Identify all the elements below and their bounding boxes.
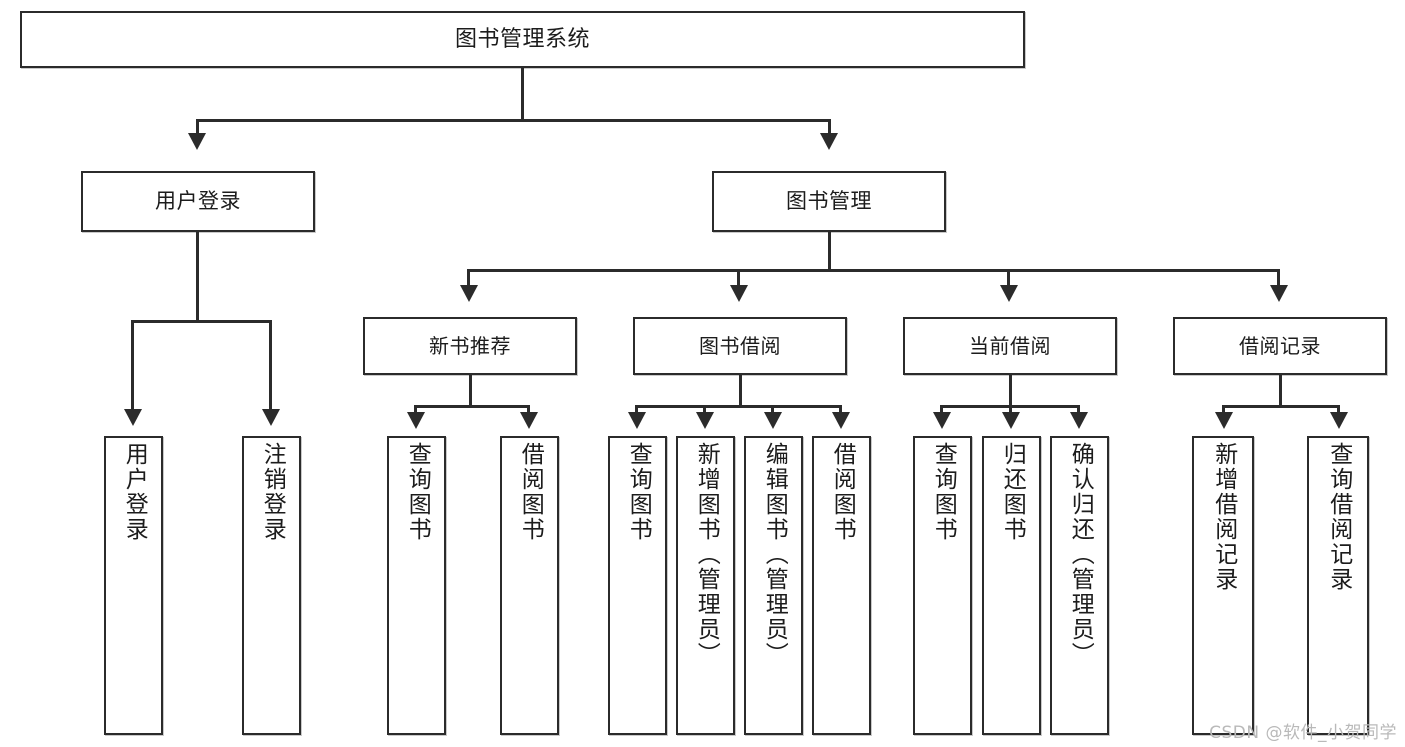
arrow-bookborrow-leaf-4 bbox=[832, 412, 850, 429]
leaf-bookborrow-query-book[interactable]: 查询图书 bbox=[608, 436, 667, 735]
node-label: 图书借阅 bbox=[699, 333, 781, 358]
edge-userlogin-down bbox=[196, 232, 199, 322]
edge-bookmgmt-down bbox=[828, 232, 831, 271]
arrow-currentborrow-leaf-2 bbox=[1002, 412, 1020, 429]
leaf-newbook-borrow-book[interactable]: 借阅图书 bbox=[500, 436, 559, 735]
edge-bookborrow-branch-3 bbox=[771, 405, 774, 415]
edge-userlogin-branch-1 bbox=[131, 320, 134, 412]
arrow-userlogin-leaf-1 bbox=[124, 409, 142, 426]
edge-borrowrecord-down bbox=[1279, 375, 1282, 407]
edge-currentborrow-branch-1 bbox=[940, 405, 943, 415]
arrow-bookmgmt-to-record bbox=[1270, 285, 1288, 302]
leaf-currentborrow-query-book[interactable]: 查询图书 bbox=[913, 436, 972, 735]
edge-root-down bbox=[521, 68, 524, 121]
edge-currentborrow-branch-2 bbox=[1009, 405, 1012, 415]
node-label: 查询借阅记录 bbox=[1325, 442, 1352, 592]
node-label: 新增借阅记录 bbox=[1210, 442, 1237, 592]
arrow-newbook-leaf-2 bbox=[520, 412, 538, 429]
node-new-book-recommend[interactable]: 新书推荐 bbox=[363, 317, 577, 375]
node-label: 归还图书 bbox=[999, 442, 1026, 542]
arrow-root-to-book bbox=[820, 133, 838, 150]
leaf-currentborrow-confirm-return-admin[interactable]: 确认归还（管理员） bbox=[1050, 436, 1109, 735]
edge-bookmgmt-branch-4 bbox=[1277, 269, 1280, 289]
edge-borrowrecord-branch-1 bbox=[1222, 405, 1225, 415]
edge-newbook-branch-1 bbox=[414, 405, 417, 415]
edge-bookborrow-bus bbox=[635, 405, 841, 408]
node-user-login[interactable]: 用户登录 bbox=[81, 171, 315, 232]
node-label: 新增图书（管理员） bbox=[693, 442, 720, 667]
leaf-user-login[interactable]: 用户登录 bbox=[104, 436, 163, 735]
edge-bookborrow-branch-2 bbox=[703, 405, 706, 415]
csdn-watermark: CSDN @软件_小贺同学 bbox=[1209, 723, 1397, 743]
leaf-bookborrow-borrow-book[interactable]: 借阅图书 bbox=[812, 436, 871, 735]
node-label: 查询图书 bbox=[625, 442, 652, 542]
node-label: 查询图书 bbox=[930, 442, 957, 542]
leaf-bookborrow-add-book-admin[interactable]: 新增图书（管理员） bbox=[676, 436, 735, 735]
leaf-borrowrecord-query-record[interactable]: 查询借阅记录 bbox=[1307, 436, 1369, 735]
arrow-bookborrow-leaf-2 bbox=[696, 412, 714, 429]
node-root-system[interactable]: 图书管理系统 bbox=[20, 11, 1025, 68]
arrow-borrowrecord-leaf-2 bbox=[1330, 412, 1348, 429]
node-label: 当前借阅 bbox=[969, 333, 1051, 358]
edge-borrowrecord-bus bbox=[1222, 405, 1340, 408]
edge-bookmgmt-bus bbox=[467, 269, 1280, 272]
leaf-currentborrow-return-book[interactable]: 归还图书 bbox=[982, 436, 1041, 735]
node-label: 确认归还（管理员） bbox=[1067, 442, 1094, 667]
leaf-borrowrecord-add-record[interactable]: 新增借阅记录 bbox=[1192, 436, 1254, 735]
edge-newbook-down bbox=[469, 375, 472, 407]
edge-newbook-bus bbox=[414, 405, 530, 408]
arrow-currentborrow-leaf-1 bbox=[933, 412, 951, 429]
arrow-bookmgmt-to-borrow bbox=[730, 285, 748, 302]
node-label: 借阅图书 bbox=[517, 442, 544, 542]
node-label: 借阅记录 bbox=[1239, 333, 1321, 358]
edge-currentborrow-branch-3 bbox=[1077, 405, 1080, 415]
node-label: 新书推荐 bbox=[429, 333, 511, 358]
arrow-bookborrow-leaf-1 bbox=[628, 412, 646, 429]
leaf-user-logout[interactable]: 注销登录 bbox=[242, 436, 301, 735]
node-borrow-record[interactable]: 借阅记录 bbox=[1173, 317, 1387, 375]
edge-bookborrow-down bbox=[739, 375, 742, 407]
node-current-borrow[interactable]: 当前借阅 bbox=[903, 317, 1117, 375]
edge-currentborrow-down bbox=[1009, 375, 1012, 407]
edge-borrowrecord-branch-2 bbox=[1337, 405, 1340, 415]
node-label: 借阅图书 bbox=[829, 442, 856, 542]
arrow-bookborrow-leaf-3 bbox=[764, 412, 782, 429]
edge-root-bus bbox=[196, 119, 831, 122]
node-book-borrow[interactable]: 图书借阅 bbox=[633, 317, 847, 375]
arrow-userlogin-leaf-2 bbox=[262, 409, 280, 426]
node-label: 用户登录 bbox=[155, 189, 241, 214]
edge-userlogin-branch-2 bbox=[269, 320, 272, 412]
arrow-newbook-leaf-1 bbox=[407, 412, 425, 429]
leaf-newbook-query-book[interactable]: 查询图书 bbox=[387, 436, 446, 735]
edge-root-to-book bbox=[828, 119, 831, 137]
edge-bookmgmt-branch-2 bbox=[737, 269, 740, 289]
node-label: 查询图书 bbox=[404, 442, 431, 542]
node-label: 用户登录 bbox=[121, 442, 148, 542]
arrow-bookmgmt-to-new bbox=[460, 285, 478, 302]
node-book-management[interactable]: 图书管理 bbox=[712, 171, 946, 232]
edge-bookborrow-branch-4 bbox=[839, 405, 842, 415]
edge-bookmgmt-branch-3 bbox=[1007, 269, 1010, 289]
arrow-bookmgmt-to-current bbox=[1000, 285, 1018, 302]
edge-bookborrow-branch-1 bbox=[635, 405, 638, 415]
node-label: 注销登录 bbox=[259, 442, 286, 542]
edge-bookmgmt-branch-1 bbox=[467, 269, 470, 289]
arrow-borrowrecord-leaf-1 bbox=[1215, 412, 1233, 429]
arrow-root-to-user bbox=[188, 133, 206, 150]
arrow-currentborrow-leaf-3 bbox=[1070, 412, 1088, 429]
edge-newbook-branch-2 bbox=[527, 405, 530, 415]
node-label: 编辑图书（管理员） bbox=[761, 442, 788, 667]
leaf-bookborrow-edit-book-admin[interactable]: 编辑图书（管理员） bbox=[744, 436, 803, 735]
node-label: 图书管理 bbox=[786, 189, 872, 214]
edge-root-to-user bbox=[196, 119, 199, 137]
edge-userlogin-bus bbox=[131, 320, 271, 323]
node-label: 图书管理系统 bbox=[454, 26, 590, 52]
